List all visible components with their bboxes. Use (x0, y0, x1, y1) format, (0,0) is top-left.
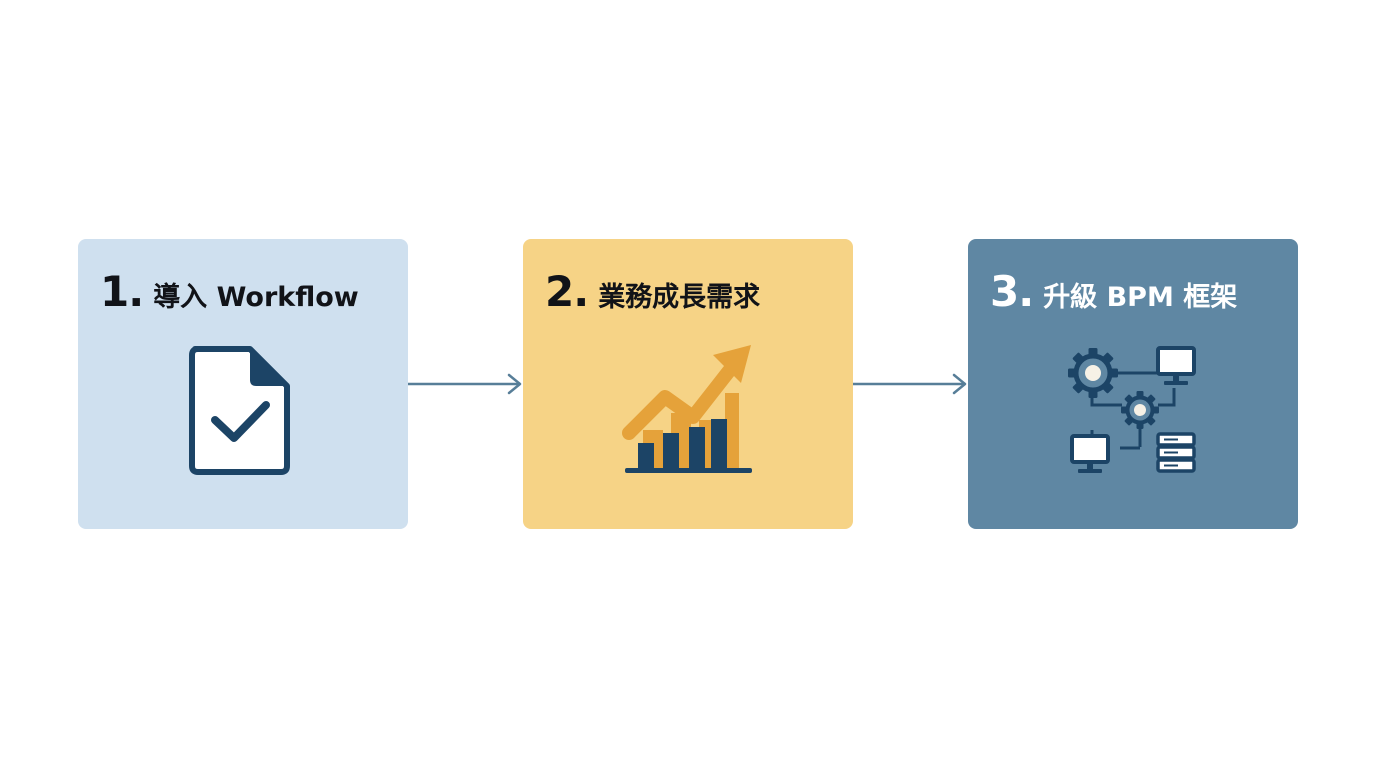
step-title-3: 3. 升級 BPM 框架 (990, 267, 1286, 316)
gear-icon (1068, 348, 1118, 398)
step-title-2: 2. 業務成長需求 (545, 267, 841, 316)
monitor-icon (1156, 346, 1196, 385)
step-card-2: 2. 業務成長需求 (523, 239, 853, 529)
gear-icon (1121, 391, 1159, 429)
step-label-3: 升級 BPM 框架 (1043, 282, 1238, 313)
document-check-icon (189, 346, 290, 475)
step-card-1: 1. 導入 Workflow (78, 239, 408, 529)
step-number-2: 2. (545, 267, 589, 316)
step-label-1: 導入 Workflow (153, 282, 359, 313)
step-number-3: 3. (990, 267, 1034, 316)
step-number-1: 1. (100, 267, 144, 316)
step-card-3: 3. 升級 BPM 框架 (968, 239, 1298, 529)
arrow-right-icon (853, 373, 967, 395)
step-title-1: 1. 導入 Workflow (100, 267, 396, 316)
monitor-icon (1070, 434, 1110, 473)
system-network-icon (1068, 346, 1196, 473)
server-icon (1156, 432, 1196, 473)
step-label-2: 業務成長需求 (598, 282, 761, 313)
arrow-right-icon (408, 373, 522, 395)
growth-chart-icon (622, 345, 752, 473)
